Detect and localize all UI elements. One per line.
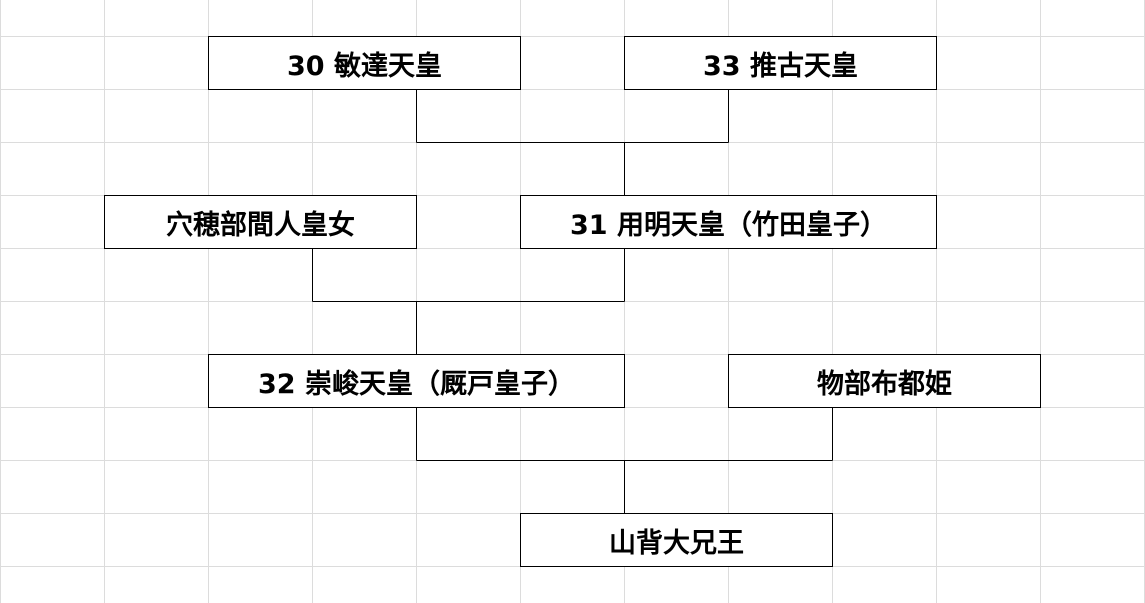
node-suiko: 33 推古天皇 <box>624 36 937 90</box>
node-sushun: 32 崇峻天皇（厩戸皇子） <box>208 354 625 408</box>
node-anahobe: 穴穂部間人皇女 <box>104 195 417 249</box>
node-mononobe: 物部布都姫 <box>728 354 1041 408</box>
node-yamashiro: 山背大兄王 <box>520 513 833 567</box>
node-bidatsu: 30 敏達天皇 <box>208 36 521 90</box>
node-yomei: 31 用明天皇（竹田皇子） <box>520 195 937 249</box>
